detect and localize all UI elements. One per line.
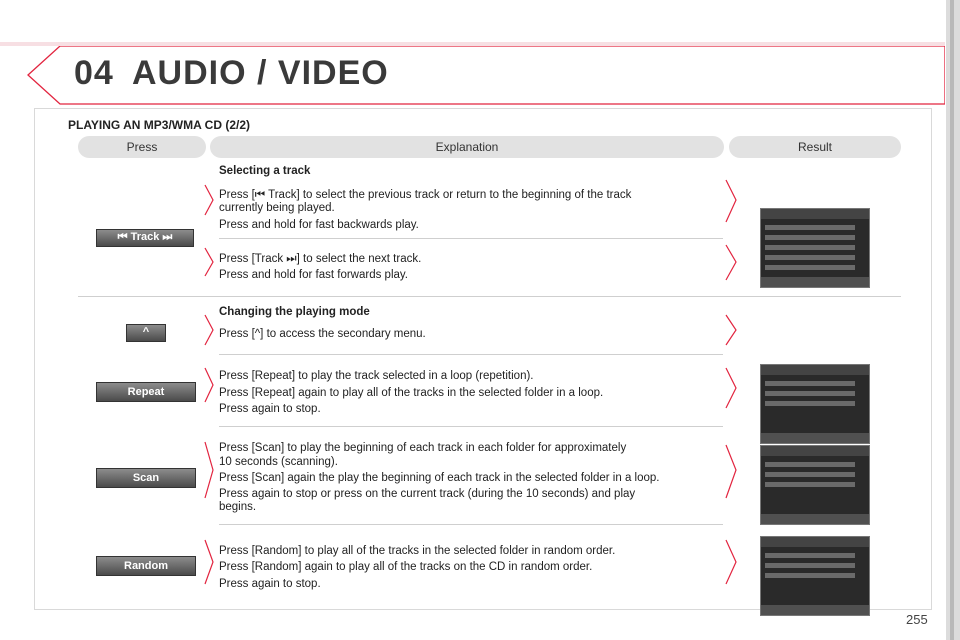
- column-header-result: Result: [729, 136, 901, 158]
- pointer-arrow: [204, 314, 214, 346]
- header-band: [0, 42, 945, 105]
- repeat-button[interactable]: Repeat: [96, 382, 196, 402]
- scan-result-screen: [760, 445, 870, 525]
- track-next-line1: Press [Track ⏭] to select the next track…: [219, 253, 422, 265]
- random-line1: Press [Random] to play all of the tracks…: [219, 545, 616, 557]
- track-prev-line2: currently being played.: [219, 202, 335, 214]
- scan-line3: Press [Scan] again the play the beginnin…: [219, 472, 660, 484]
- scan-separator: [219, 524, 723, 525]
- scan-button[interactable]: Scan: [96, 468, 196, 488]
- pointer-arrow: [725, 244, 737, 281]
- track-result-screen: [760, 208, 870, 288]
- track-separator: [219, 238, 723, 239]
- track-next-line2: Press and hold for fast forwards play.: [219, 269, 408, 281]
- pointer-arrow: [204, 367, 214, 403]
- block-separator-1: [78, 296, 901, 297]
- column-header-explanation: Explanation: [210, 136, 724, 158]
- repeat-separator: [219, 426, 723, 427]
- section-title: PLAYING AN MP3/WMA CD (2/2): [68, 118, 251, 132]
- repeat-line3: Press again to stop.: [219, 403, 321, 415]
- chapter-title: AUDIO / VIDEO: [132, 54, 389, 92]
- pointer-arrow: [204, 184, 214, 216]
- mode-heading: Changing the playing mode: [219, 306, 370, 318]
- track-prev-line1: Press [⏮ Track] to select the previous t…: [219, 189, 632, 201]
- pointer-arrow: [725, 367, 737, 409]
- pointer-arrow: [725, 179, 737, 223]
- pointer-arrow: [204, 247, 214, 277]
- track-button[interactable]: ⏮ Track ⏭: [96, 229, 194, 247]
- mode-separator: [219, 354, 723, 355]
- pointer-arrow: [725, 444, 737, 499]
- repeat-line1: Press [Repeat] to play the track selecte…: [219, 370, 534, 382]
- page-number: 255: [906, 612, 928, 627]
- track-prev-line3: Press and hold for fast backwards play.: [219, 219, 419, 231]
- track-heading: Selecting a track: [219, 165, 311, 177]
- pointer-arrow: [725, 314, 737, 346]
- content-frame: [34, 108, 932, 610]
- repeat-result-screen: [760, 364, 870, 444]
- chapter-number: 04: [74, 54, 114, 92]
- scan-line1: Press [Scan] to play the beginning of ea…: [219, 442, 627, 454]
- scan-line4: Press again to stop or press on the curr…: [219, 488, 636, 500]
- random-line3: Press again to stop.: [219, 578, 321, 590]
- pointer-arrow: [725, 539, 737, 585]
- random-button[interactable]: Random: [96, 556, 196, 576]
- scan-line2: 10 seconds (scanning).: [219, 456, 338, 468]
- random-line2: Press [Random] again to play all of the …: [219, 561, 593, 573]
- scan-line5: begins.: [219, 501, 257, 513]
- mode-line1: Press [^] to access the secondary menu.: [219, 328, 426, 340]
- random-result-screen: [760, 536, 870, 616]
- column-header-press: Press: [78, 136, 206, 158]
- page-edge-inner: [950, 0, 954, 640]
- pointer-arrow: [204, 539, 214, 585]
- pointer-arrow: [204, 441, 214, 499]
- repeat-line2: Press [Repeat] again to play all of the …: [219, 387, 604, 399]
- secondary-menu-button[interactable]: ^: [126, 324, 166, 342]
